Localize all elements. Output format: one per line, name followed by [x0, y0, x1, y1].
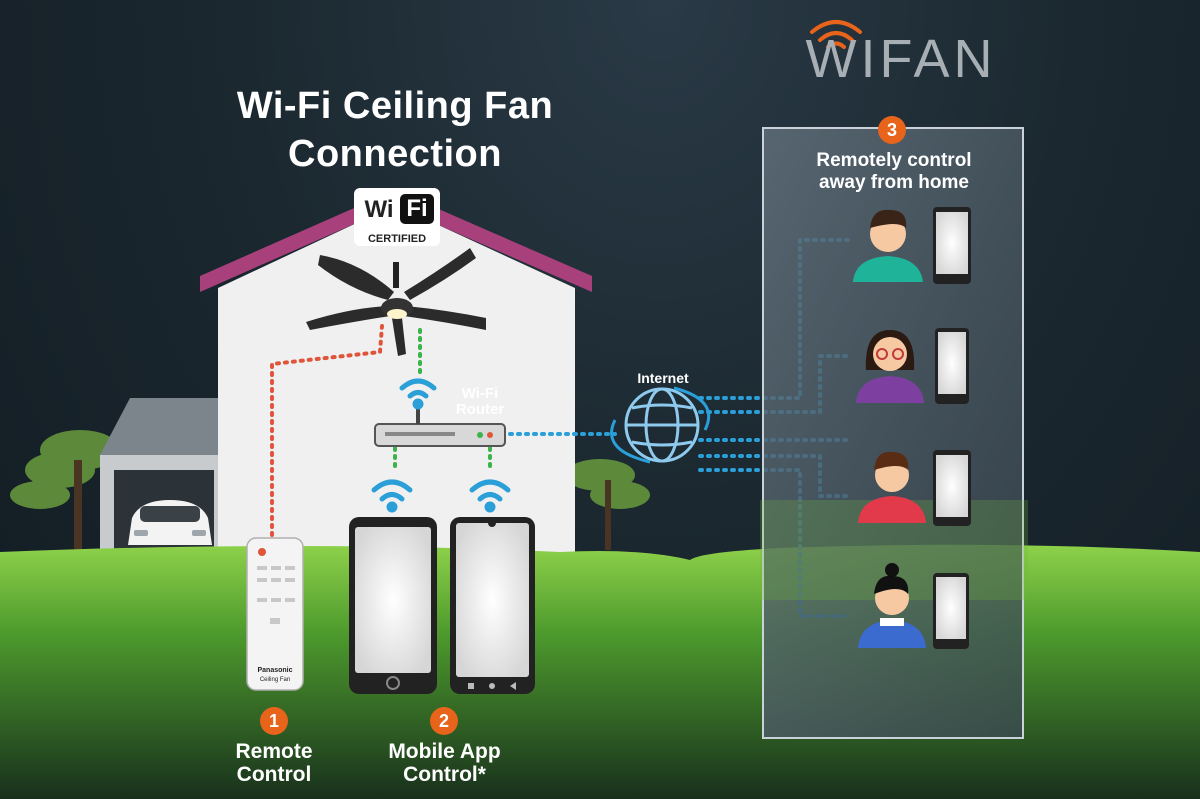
tree-right — [565, 459, 650, 550]
router-icon — [374, 408, 506, 447]
step-badge-2: 2 — [430, 707, 458, 735]
wifi-icon-phone-left — [371, 479, 413, 513]
user-phones — [933, 207, 971, 649]
wifi-links — [393, 328, 492, 472]
router-label-line-2: Router — [455, 401, 505, 418]
wifi-certified-badge — [354, 188, 440, 246]
ceiling-fan-icon — [306, 248, 486, 356]
phone-right — [450, 517, 535, 694]
title-line-1: Wi-Fi Ceiling Fan — [236, 85, 554, 127]
step-badge-3: 3 — [878, 116, 906, 144]
wifan-logo-icon — [810, 20, 862, 49]
remote-control-label-line-2: Control — [236, 763, 312, 786]
wifi-badge-certified: CERTIFIED — [367, 233, 427, 245]
mobile-app-label-line-2: Control* — [403, 763, 486, 786]
wifan-logo-text: WIFAN — [805, 29, 997, 89]
page-title: Wi-Fi Ceiling Fan Connection — [205, 82, 585, 178]
router-label-line-1: Wi-Fi — [461, 385, 499, 402]
user-man-icon — [853, 209, 923, 282]
globe-icon — [610, 386, 711, 464]
remote-control-label-line-1: Remote — [235, 740, 313, 763]
remote-brand: Panasonic — [257, 667, 293, 674]
remote-away-label-line-2: away from home — [819, 172, 969, 193]
step-badge-1: 1 — [260, 707, 288, 735]
mobile-app-label: Mobile App Control* — [372, 740, 517, 786]
car-icon — [128, 500, 212, 545]
mobile-app-label-line-1: Mobile App — [388, 740, 501, 763]
remote-link — [270, 324, 384, 537]
user-boy-icon — [858, 451, 926, 523]
user-woman-glasses-icon — [856, 330, 924, 403]
wifi-badge-wi: Wi — [364, 196, 394, 223]
remote-away-label-line-1: Remotely control — [816, 150, 972, 171]
wifi-icon-phone-right — [469, 479, 511, 513]
remote-control-label: Remote Control — [214, 740, 334, 786]
wifi-badge-fi: Fi — [406, 195, 428, 222]
phone-left — [349, 517, 437, 694]
internet-label: Internet — [637, 370, 689, 386]
remote-model: Ceiling Fan — [259, 677, 291, 683]
router-label: Wi-Fi Router — [440, 386, 520, 418]
user-girl-icon — [858, 563, 926, 648]
house — [200, 190, 592, 560]
remote-away-label: Remotely control away from home — [783, 150, 1005, 194]
remote-control-icon — [246, 537, 304, 691]
title-line-2: Connection — [288, 133, 502, 175]
wifi-icon-router — [399, 378, 437, 410]
